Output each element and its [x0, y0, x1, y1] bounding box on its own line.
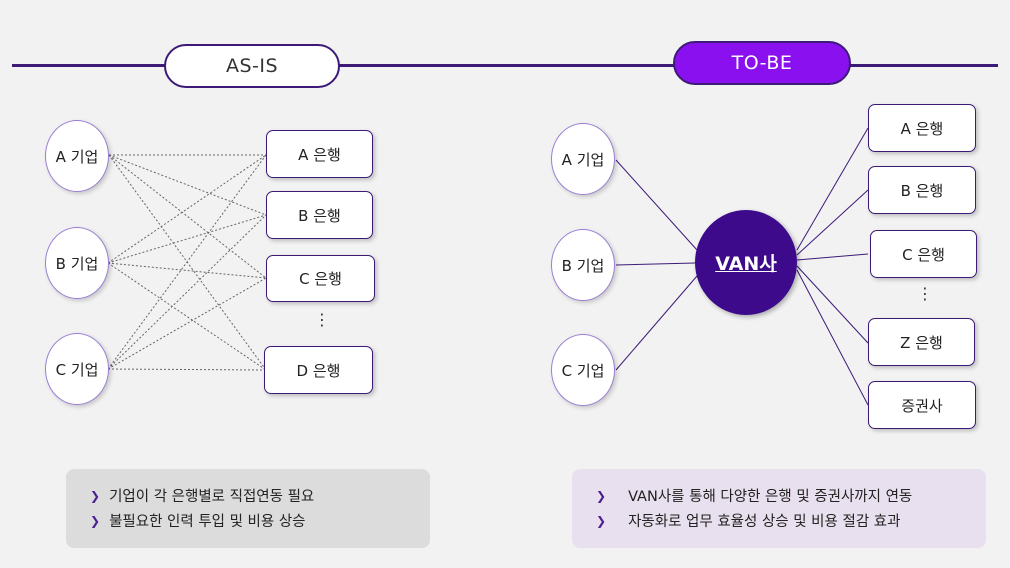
as-is-bank-b: B 은행 — [266, 191, 373, 239]
to-be-note-1-text: VAN사를 통해 다양한 은행 및 증권사까지 연동 — [628, 489, 913, 505]
to-be-bank-c: C 은행 — [870, 230, 977, 278]
van-hub-label: VAN사 — [715, 253, 777, 275]
to-be-bank-b: B 은행 — [868, 166, 976, 214]
as-is-header-line-right — [339, 64, 674, 67]
chevron-right-icon: ❯ — [596, 513, 607, 528]
as-is-bank-a: A 은행 — [266, 130, 373, 178]
as-is-note-1-text: 기업이 각 은행별로 직접연동 필요 — [109, 489, 315, 505]
as-is-ellipsis: ⋮ — [314, 310, 330, 329]
chevron-right-icon: ❯ — [90, 488, 101, 503]
to-be-company-c: C 기업 — [551, 334, 615, 406]
to-be-company-b: B 기업 — [551, 229, 615, 301]
as-is-header-line-left — [12, 64, 165, 67]
as-is-connectors — [107, 154, 267, 371]
as-is-company-b: B 기업 — [45, 227, 109, 299]
to-be-label: TO-BE — [673, 41, 851, 85]
as-is-company-c: C 기업 — [45, 333, 109, 405]
as-is-bank-c: C 은행 — [266, 255, 375, 302]
as-is-note-2: ❯ 불필요한 인력 투입 및 비용 상승 — [90, 508, 430, 533]
to-be-bank-z: Z 은행 — [868, 318, 975, 366]
to-be-bank-a: A 은행 — [868, 104, 976, 152]
as-is-label: AS-IS — [164, 44, 340, 88]
to-be-header-line-right — [850, 64, 998, 67]
to-be-ellipsis: ⋮ — [917, 284, 933, 303]
as-is-notes: ❯ 기업이 각 은행별로 직접연동 필요 ❯ 불필요한 인력 투입 및 비용 상… — [66, 469, 430, 548]
to-be-company-a: A 기업 — [551, 123, 615, 195]
van-hub: VAN사 — [695, 210, 797, 315]
as-is-note-2-text: 불필요한 인력 투입 및 비용 상승 — [109, 514, 306, 530]
as-is-company-a: A 기업 — [45, 120, 109, 192]
to-be-note-2-text: 자동화로 업무 효율성 상승 및 비용 절감 효과 — [628, 514, 901, 530]
to-be-notes: ❯ VAN사를 통해 다양한 은행 및 증권사까지 연동 ❯ 자동화로 업무 효… — [572, 469, 986, 548]
to-be-connectors — [615, 127, 869, 406]
to-be-note-1: ❯ VAN사를 통해 다양한 은행 및 증권사까지 연동 — [596, 483, 986, 508]
chevron-right-icon: ❯ — [90, 513, 101, 528]
to-be-securities: 증권사 — [868, 381, 976, 429]
to-be-note-2: ❯ 자동화로 업무 효율성 상승 및 비용 절감 효과 — [596, 508, 986, 533]
as-is-note-1: ❯ 기업이 각 은행별로 직접연동 필요 — [90, 483, 430, 508]
as-is-bank-d: D 은행 — [264, 346, 373, 394]
chevron-right-icon: ❯ — [596, 488, 607, 503]
